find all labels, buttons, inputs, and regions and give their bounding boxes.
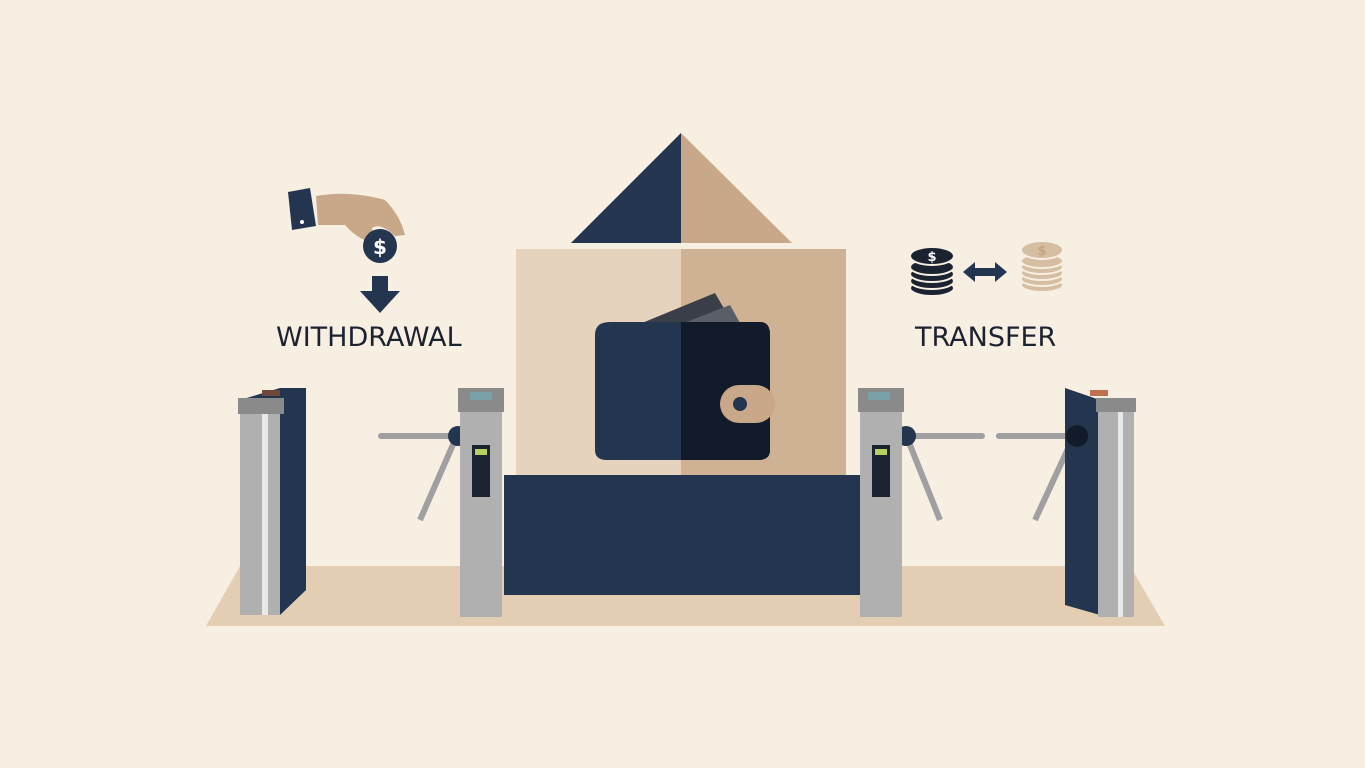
hand-dropping-coin-icon: $ [288, 188, 405, 313]
roof-left [571, 133, 681, 243]
turnstile-left-outer [238, 388, 306, 615]
turnstile-right-outer [996, 388, 1136, 617]
counter [504, 475, 860, 595]
floor [206, 566, 1165, 626]
svg-text:$: $ [373, 235, 387, 259]
svg-text:$: $ [1037, 244, 1046, 259]
turnstile-left-inner [378, 388, 504, 617]
withdrawal-label: WITHDRAWAL [276, 322, 462, 353]
turnstile-right-inner [858, 388, 985, 617]
roof-right [681, 133, 792, 243]
svg-text:$: $ [927, 250, 936, 265]
wallet-icon [595, 293, 775, 460]
transfer-label: TRANSFER [915, 322, 1057, 353]
coin-stacks-exchange-icon: $ $ [909, 240, 1064, 297]
